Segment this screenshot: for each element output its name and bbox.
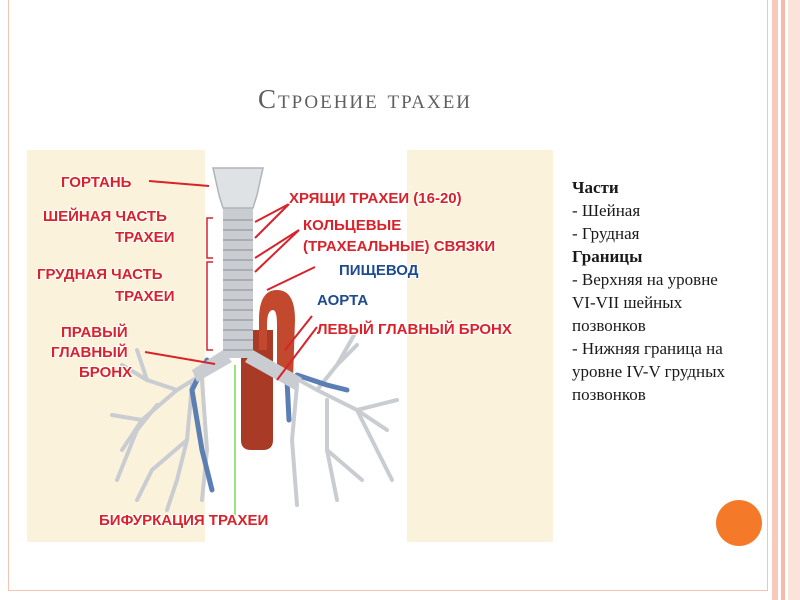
parts-item: - Шейная [572,199,742,222]
label-larynx: ГОРТАНЬ [61,174,131,192]
label-esophagus: ПИЩЕВОД [339,262,418,280]
label-aorta: АОРТА [317,292,368,310]
label-thoracic-line2: ТРАХЕИ [115,288,174,306]
label-left-main-bronchus: ЛЕВЫЙ ГЛАВНЫЙ БРОНХ [317,321,512,339]
trachea-illustration: ГОРТАНЬ ХРЯЩИ ТРАХЕИ (16-20) ШЕЙНАЯ ЧАСТ… [27,150,553,542]
part-brackets [207,218,213,350]
label-cartilages: ХРЯЩИ ТРАХЕИ (16-20) [289,190,462,208]
label-right-bronchus-line2: ГЛАВНЫЙ [51,344,128,362]
right-main-bronchus [192,350,232,382]
larynx-shape [213,168,263,208]
label-thoracic-line1: ГРУДНАЯ ЧАСТЬ [37,266,163,284]
decor-stripe [781,0,785,600]
borders-item: - Нижняя граница на уровне IV-V грудных … [572,337,742,406]
label-bifurcation: БИФУРКАЦИЯ ТРАХЕИ [99,512,268,530]
decor-stripe [788,0,800,600]
label-cervical-line1: ШЕЙНАЯ ЧАСТЬ [43,208,167,226]
slide-title: Строение трахеи [0,84,730,115]
borders-heading: Границы [572,245,742,268]
borders-item: - Верхняя на уровне VI-VII шейных позвон… [572,268,742,337]
label-cervical-line2: ТРАХЕИ [115,229,174,247]
notes-panel: Части - Шейная - Грудная Границы - Верхн… [572,176,742,406]
label-ring-ligaments-line2: (ТРАХЕАЛЬНЫЕ) СВЯЗКИ [303,238,495,256]
decor-circle [716,500,762,546]
label-right-bronchus-line1: ПРАВЫЙ [61,324,128,342]
label-right-bronchus-line3: БРОНХ [79,364,132,382]
decor-stripe [772,0,778,600]
label-ring-ligaments-line1: КОЛЬЦЕВЫЕ [303,217,401,235]
parts-item: - Грудная [572,222,742,245]
parts-heading: Части [572,176,742,199]
